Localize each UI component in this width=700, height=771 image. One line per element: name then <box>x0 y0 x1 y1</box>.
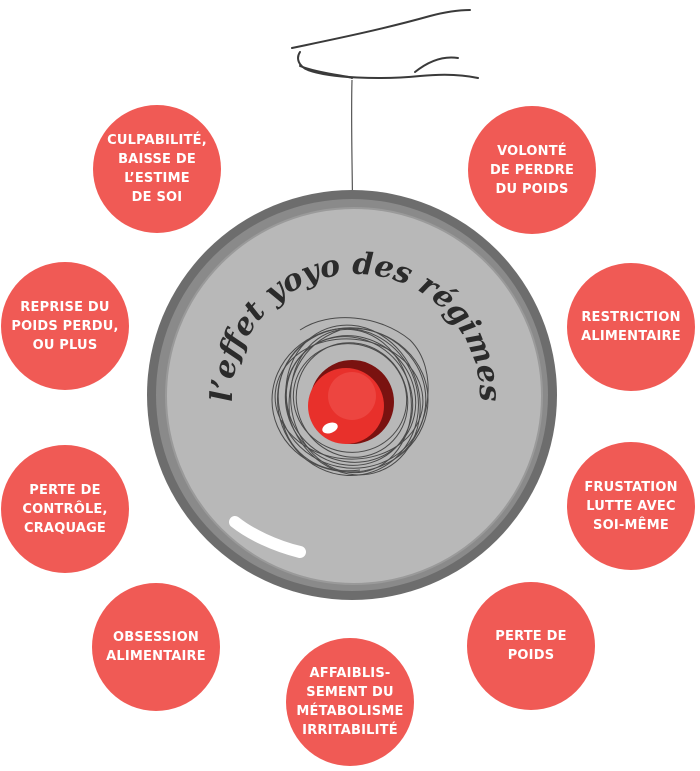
step-affaiblissement-metabolisme: AFFAIBLIS- SEMENT DU MÉTABOLISME IRRITAB… <box>286 638 414 766</box>
step-culpabilite: CULPABILITÉ, BAISSE DE L’ESTIME DE SOI <box>93 105 221 233</box>
step-perte-de-poids: PERTE DE POIDS <box>467 582 595 710</box>
step-restriction-alimentaire: RESTRICTION ALIMENTAIRE <box>567 263 695 391</box>
step-reprise-du-poids: REPRISE DU POIDS PERDU, OU PLUS <box>1 262 129 390</box>
yoyo-center <box>308 360 394 444</box>
string-scribble <box>271 317 429 477</box>
step-frustation-lutte: FRUSTATION LUTTE AVEC SOI-MÊME <box>567 442 695 570</box>
step-obsession-alimentaire: OBSESSION ALIMENTAIRE <box>92 583 220 711</box>
finger-icon <box>291 9 479 79</box>
step-perte-de-controle: PERTE DE CONTRÔLE, CRAQUAGE <box>1 445 129 573</box>
step-volonte-de-perdre-du-poids: VOLONTÉ DE PERDRE DU POIDS <box>468 106 596 234</box>
